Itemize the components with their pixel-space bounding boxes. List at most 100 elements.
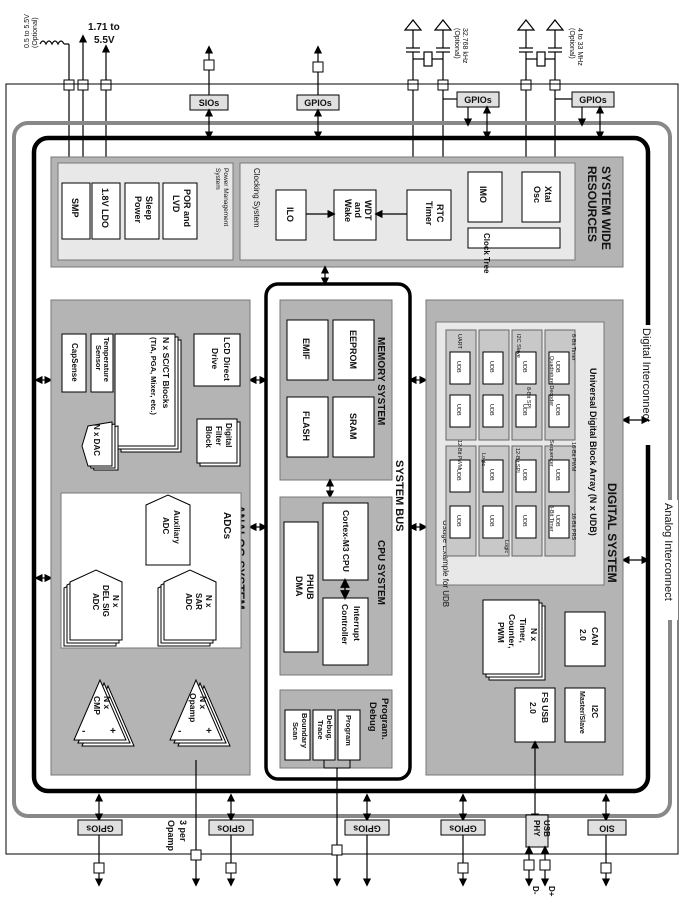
- gpios-port-bottom-1[interactable]: [77, 819, 123, 836]
- boundary-line2: Scan: [291, 722, 300, 740]
- cmp-minus: -: [82, 726, 85, 737]
- opamp-minus: -: [178, 726, 181, 737]
- imo-label: IMO: [478, 186, 488, 203]
- boundary-scan-block[interactable]: [284, 709, 311, 761]
- udb-cell-label: UDB: [521, 361, 527, 373]
- opamp-port-line1: 3 per: [178, 820, 188, 842]
- program-block[interactable]: [337, 709, 361, 761]
- ldo-block[interactable]: [91, 182, 121, 240]
- opamp-line1: N x: [198, 696, 208, 710]
- flash-block[interactable]: [286, 396, 329, 458]
- delsig-line2: DEL SIG: [101, 585, 110, 617]
- clock-tree-label: Clock Tree: [482, 233, 491, 274]
- udb-array-title: Universal Digital Block Array (N x UDB): [588, 368, 598, 536]
- auxiliary-adc[interactable]: Auxiliary ADC: [145, 494, 191, 566]
- eeprom-block[interactable]: [332, 319, 375, 381]
- delsig-line3: ADC: [91, 593, 100, 611]
- opamp-blocks[interactable]: N x Opamp - +: [169, 678, 231, 747]
- sc-ct-blocks[interactable]: N x SC/CT Blocks (TIA, PGA, Mixer, etc.): [114, 333, 182, 453]
- supply-range-note: (Optional): [32, 17, 39, 48]
- gpios-port-top-3-label: GPIOs: [579, 95, 607, 105]
- xtal-line1: Xtal: [543, 186, 553, 203]
- cpu-system-title: CPU SYSTEM: [375, 540, 386, 605]
- capsense[interactable]: CapSense: [61, 333, 87, 393]
- dfb-line1: Digital: [224, 423, 233, 447]
- sc-ct-line2: (TIA, PGA, Mixer, etc.): [149, 337, 158, 415]
- udb-cell: [482, 351, 504, 385]
- cmp-line1: N x: [102, 696, 112, 710]
- pwm16-label: 16-Bit PWM: [570, 442, 576, 472]
- por-lvd-line2: LVD: [171, 195, 181, 213]
- sequencer-label: Sequencer: [548, 440, 554, 467]
- sio-port[interactable]: [587, 819, 627, 836]
- sar-adc[interactable]: N x SAR ADC: [157, 569, 217, 647]
- uart-label: UART: [456, 334, 462, 350]
- opamp-plus: +: [206, 726, 212, 737]
- udb-cell-label: UDB: [488, 404, 494, 416]
- timer8b-label: 8-Bit Timer: [548, 505, 554, 532]
- usb-phy-line2: PHY: [532, 820, 541, 837]
- clocking-blocks: ILO WDT and Wake RTC Timer IMO Xtal Osc …: [275, 171, 561, 274]
- udb-cell: [449, 459, 471, 493]
- sram-block[interactable]: [332, 396, 375, 458]
- rtc-crystal-label: 32.768 kHz: [461, 28, 468, 64]
- udb-cell: [449, 351, 471, 385]
- aux-line1: Auxiliary: [172, 510, 181, 544]
- i2c-master-slave-block[interactable]: I2C Master/Slave: [564, 687, 606, 743]
- clock-tree-block[interactable]: [467, 227, 561, 249]
- digital-filter-block[interactable]: Digital Filter Block: [196, 418, 241, 467]
- analog-interconnect-label: Analog Interconnect: [662, 503, 674, 601]
- flash-label: FLASH: [301, 411, 311, 441]
- ilo-block[interactable]: [275, 189, 307, 241]
- temperature-sensor[interactable]: Temperature Sensor: [90, 333, 114, 393]
- usb-phy-line1: USB: [542, 820, 551, 837]
- phub-line2: DMA: [294, 576, 304, 597]
- lcd-direct-drive[interactable]: LCD Direct Drive: [193, 333, 241, 387]
- xtal-osc-block[interactable]: [521, 171, 561, 223]
- sleep-power-line2: Power: [133, 196, 143, 224]
- smp-block[interactable]: [61, 182, 91, 240]
- power-blocks: SMP 1.8V LDO Sleep Power POR and LVD: [61, 182, 198, 240]
- gpios-port-bottom-2-label: GPIOs: [217, 824, 245, 834]
- fs-usb-block[interactable]: FS USB 2.0: [514, 687, 556, 743]
- interrupt-line1: Interrupt: [352, 606, 362, 641]
- system-bus-label: SYSTEM BUS: [393, 460, 405, 532]
- sar-line2: SAR: [194, 593, 203, 610]
- wdt-line2: and: [353, 202, 363, 218]
- usb-phy-port[interactable]: [525, 814, 549, 848]
- udb-cell-label: UDB: [455, 361, 461, 373]
- udb-cell: [515, 459, 537, 493]
- phub-dma-block[interactable]: [283, 521, 319, 653]
- dac-blocks[interactable]: N x DAC: [81, 421, 119, 471]
- delsig-adc[interactable]: N x DEL SIG ADC: [63, 569, 123, 647]
- udb-cell: [482, 394, 504, 428]
- wdt-wake-block[interactable]: [333, 189, 377, 241]
- sleep-power-block[interactable]: [124, 182, 160, 240]
- udb-cell: [515, 505, 537, 539]
- can-block[interactable]: CAN 2.0: [564, 611, 606, 667]
- delsig-line1: N x: [111, 595, 120, 608]
- spi8-label: 8-Bit SPI: [525, 387, 531, 409]
- supply-range-label: 0.5 to 5.5V: [24, 14, 31, 48]
- fsusb-line1: FS USB: [540, 692, 550, 723]
- timer-counter-pwm[interactable]: N x Timer, Counter, PWM: [482, 599, 546, 681]
- udb-cell: [482, 505, 504, 539]
- gpios-port-bottom-1-label: GPIOs: [86, 824, 114, 834]
- inductor-symbol: [39, 40, 65, 46]
- udb-cell-label: UDB: [521, 515, 527, 527]
- udb-cell-label: UDB: [455, 404, 461, 416]
- udb-cell-label: UDB: [488, 361, 494, 373]
- emif-block[interactable]: [286, 319, 329, 381]
- cortex-m3-block[interactable]: [322, 502, 369, 581]
- cmp-blocks[interactable]: N x CMP - +: [73, 678, 135, 747]
- rtc-timer-block[interactable]: [406, 189, 452, 241]
- udb-cell-label: UDB: [488, 469, 494, 481]
- imo-block[interactable]: [467, 171, 503, 223]
- can-line2: 2.0: [578, 629, 588, 641]
- cortex-m3-label: Cortex-M3 CPU: [341, 510, 351, 572]
- por-lvd-block[interactable]: [162, 182, 198, 240]
- timer-line2: Timer,: [518, 618, 528, 643]
- debug-line1: Debug.: [325, 715, 334, 740]
- analog-interconnect-ring: [12, 121, 672, 818]
